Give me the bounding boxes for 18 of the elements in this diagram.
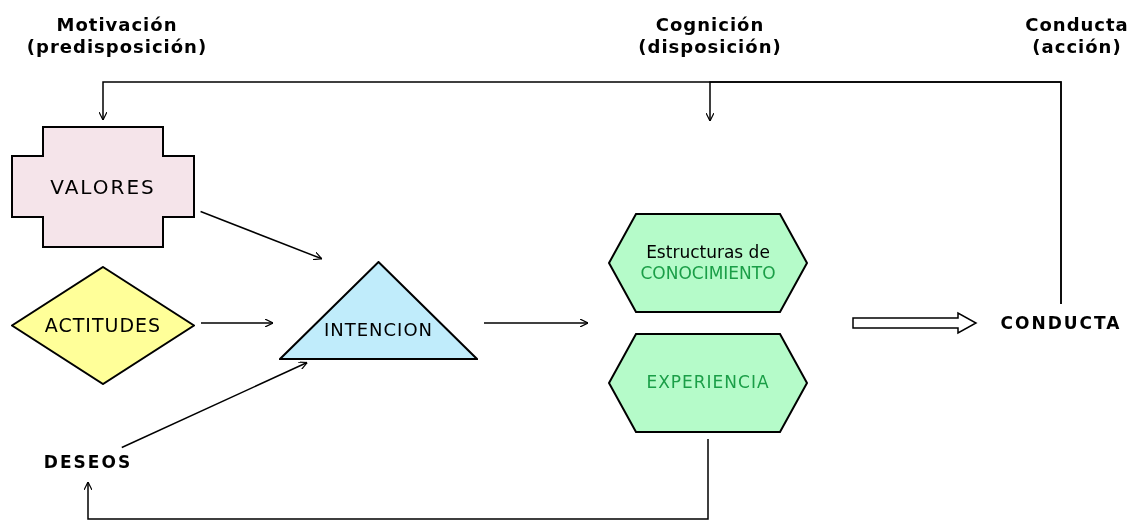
arrow — [121, 361, 308, 449]
arrow — [83, 438, 709, 520]
node-label: CONDUCTA — [1000, 313, 1122, 335]
column-heading: Motivación (predisposición) — [25, 14, 209, 58]
column-heading: Cognición (disposición) — [637, 14, 783, 58]
node-label: VALORES — [50, 174, 156, 200]
hollow-arrow — [852, 311, 978, 335]
node-label: ACTITUDES — [44, 313, 162, 338]
node-label: EXPERIENCIA — [646, 372, 770, 394]
column-heading: Conducta (acción) — [1024, 14, 1130, 58]
arrow — [705, 81, 1062, 305]
arrow — [199, 210, 323, 261]
arrow — [200, 318, 274, 328]
node-label: Estructuras de — [646, 241, 770, 263]
arrow — [483, 318, 589, 328]
node-label: CONOCIMIENTO — [640, 263, 776, 285]
node-label: DESEOS — [43, 452, 133, 474]
node-label: INTENCION — [323, 318, 434, 342]
